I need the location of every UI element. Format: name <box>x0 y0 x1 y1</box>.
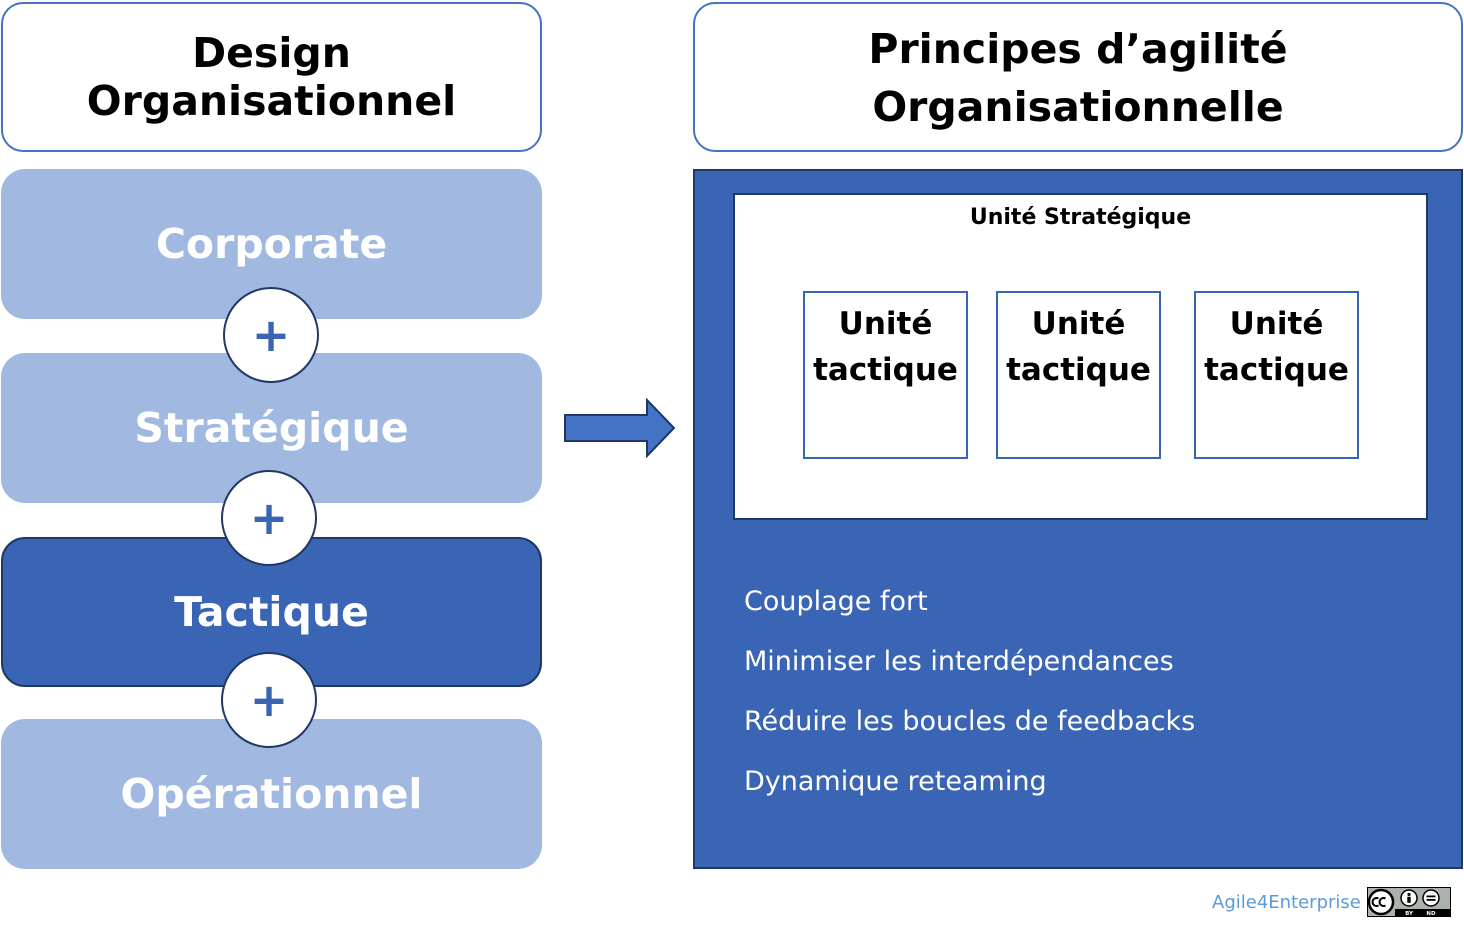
plus-icon: + <box>251 308 291 362</box>
level-label: Corporate <box>155 220 388 268</box>
cc-by-nd-icon: BY ND <box>1367 887 1451 917</box>
arrow-right-icon <box>564 398 676 458</box>
principle-item: Dynamique reteaming <box>744 766 1047 797</box>
plus-connector: + <box>221 470 317 566</box>
svg-text:ND: ND <box>1426 911 1436 917</box>
level-label: Tactique <box>174 588 369 636</box>
plus-connector: + <box>221 652 317 748</box>
plus-connector: + <box>223 287 319 383</box>
level-label: Stratégique <box>134 404 409 452</box>
right-title: Principes d’agilité Organisationnelle <box>868 20 1287 136</box>
tactic-unit-line1: Unité <box>1031 306 1126 342</box>
tactic-unit-box: Unité tactique <box>996 291 1161 459</box>
left-title: Design Organisationnel <box>86 29 457 125</box>
tactic-unit-line1: Unité <box>1229 306 1324 342</box>
credit-text: Agile4Enterprise <box>1212 892 1361 913</box>
tactic-unit-line2: tactique <box>1204 352 1349 388</box>
strategic-unit-label: Unité Stratégique <box>969 205 1192 230</box>
level-label: Opérationnel <box>120 770 423 818</box>
principle-item: Minimiser les interdépendances <box>744 646 1174 677</box>
tactic-unit-box: Unité tactique <box>803 291 968 459</box>
tactic-unit-line2: tactique <box>1006 352 1151 388</box>
tactic-unit-line1: Unité <box>838 306 933 342</box>
plus-icon: + <box>249 673 289 727</box>
principle-item: Couplage fort <box>744 586 928 617</box>
tactic-unit-line2: tactique <box>813 352 958 388</box>
svg-text:BY: BY <box>1405 911 1414 917</box>
principle-item: Réduire les boucles de feedbacks <box>744 706 1196 737</box>
plus-icon: + <box>249 491 289 545</box>
left-title-box: Design Organisationnel <box>1 2 542 152</box>
right-title-line1: Principes d’agilité <box>868 25 1288 73</box>
right-title-box: Principes d’agilité Organisationnelle <box>693 2 1463 152</box>
tactic-unit-box: Unité tactique <box>1194 291 1359 459</box>
right-title-line2: Organisationnelle <box>872 83 1284 131</box>
